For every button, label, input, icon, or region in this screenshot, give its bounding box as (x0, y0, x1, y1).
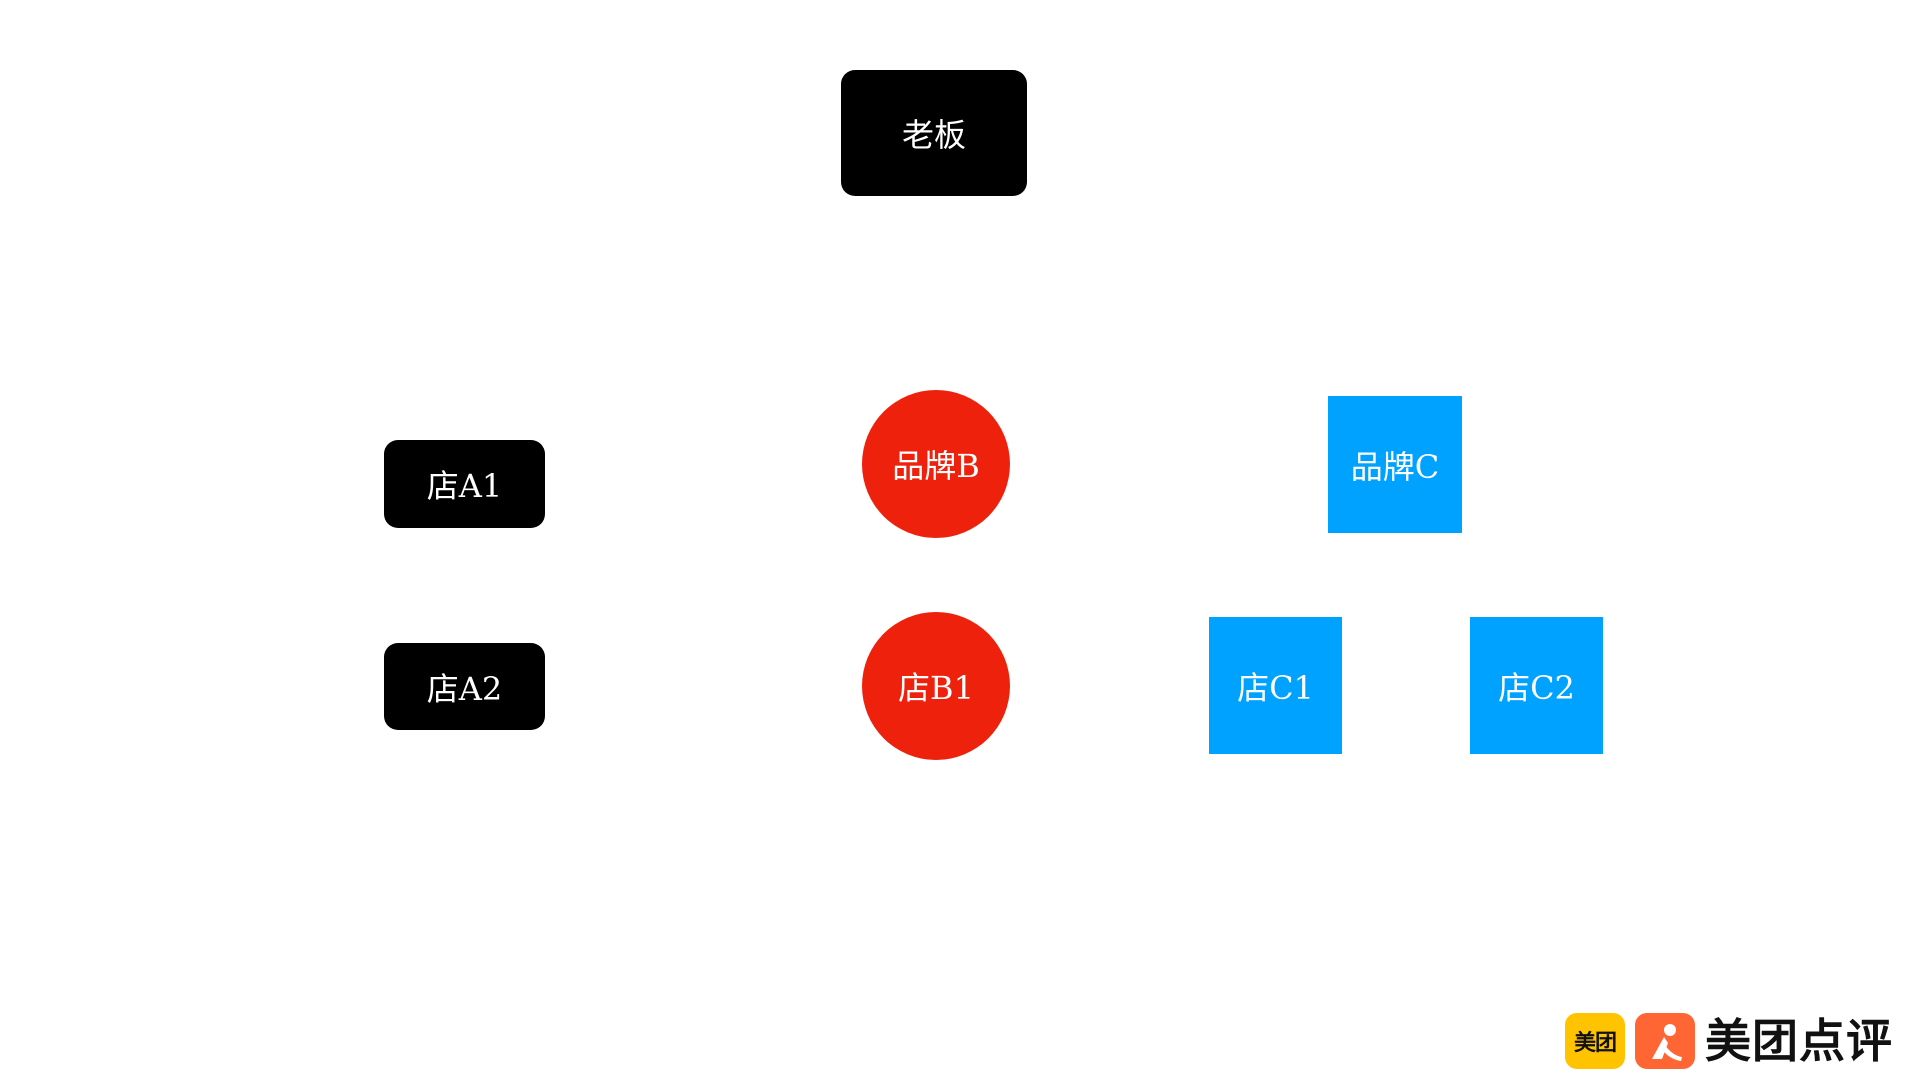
store-b1-label: 店B1 (898, 669, 974, 707)
boss-node: 老板 (841, 70, 1027, 196)
store-a2-node: 店A2 (384, 643, 545, 730)
meituan-logo-badge: 美团 (1565, 1013, 1625, 1069)
dianping-logo-icon (1635, 1013, 1695, 1069)
brand-c-node: 品牌C (1328, 396, 1462, 533)
brand-b-label: 品牌B (892, 447, 980, 485)
brand-c-label: 品牌C (1350, 447, 1440, 486)
store-c2-node: 店C2 (1470, 617, 1603, 754)
dianping-person-icon (1652, 1024, 1682, 1061)
store-c1-node: 店C1 (1209, 617, 1342, 754)
store-a1-node: 店A1 (384, 440, 545, 528)
meituan-dianping-logo: 美团 美团点评 (1565, 1013, 1893, 1069)
store-c2-label: 店C2 (1498, 668, 1575, 707)
store-a2-label: 店A2 (426, 669, 503, 708)
logo-wordmark: 美团点评 (1705, 1014, 1893, 1068)
brand-b-node: 品牌B (862, 390, 1010, 538)
meituan-badge-text: 美团 (1573, 1031, 1617, 1056)
store-c1-label: 店C1 (1237, 668, 1314, 707)
store-b1-node: 店B1 (862, 612, 1010, 760)
boss-label: 老板 (901, 116, 966, 154)
store-a1-label: 店A1 (426, 467, 503, 505)
